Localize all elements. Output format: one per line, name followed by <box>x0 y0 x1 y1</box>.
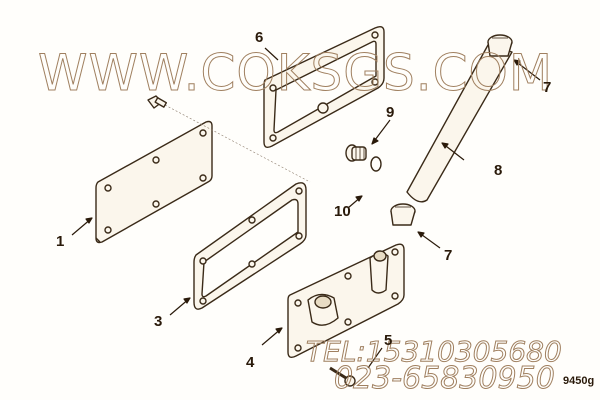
watermark-url: WWW.COKSGS.COM <box>37 44 554 102</box>
screw-part <box>147 95 168 109</box>
callout-10: 10 <box>334 203 351 220</box>
callout-5: 5 <box>384 332 393 349</box>
lower-clamp-part <box>390 203 416 226</box>
plug-part <box>345 144 367 162</box>
callout-3: 3 <box>154 313 163 330</box>
callout-4: 4 <box>246 354 255 371</box>
figure-id: 9450g <box>563 375 595 387</box>
gasket-part <box>193 182 307 310</box>
callout-7-lower: 7 <box>444 247 453 264</box>
upper-clamp-part <box>487 34 513 57</box>
callout-7-upper: 7 <box>543 79 552 96</box>
callout-6: 6 <box>255 29 264 46</box>
watermark-phone: 023-65830950 <box>334 361 556 396</box>
cover-plate-part <box>95 120 213 244</box>
o-ring-part <box>370 156 382 172</box>
callout-1: 1 <box>56 233 65 250</box>
flange-bolt-part <box>329 366 356 387</box>
callout-9: 9 <box>386 104 395 121</box>
housing-cover-part <box>287 243 405 359</box>
callout-8: 8 <box>494 162 503 179</box>
upper-gasket-part <box>263 25 385 149</box>
watermark-tel: TEL:15310305680 <box>306 335 563 368</box>
hose-part <box>406 44 513 203</box>
